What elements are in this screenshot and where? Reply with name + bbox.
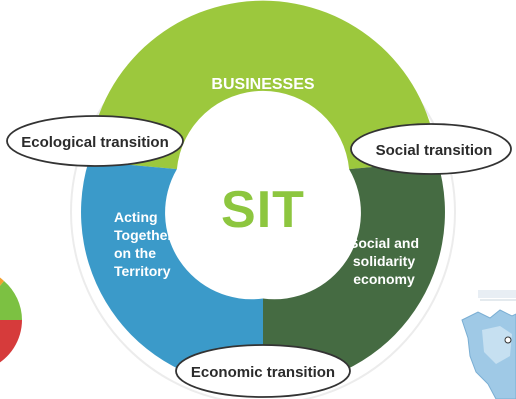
map-inner-region <box>482 326 512 364</box>
sse-line-1: Social and <box>349 235 419 251</box>
oval-social-label: Social transition <box>376 142 493 159</box>
edge-pie-red-slice <box>0 320 22 363</box>
segment-acting-together <box>81 161 263 388</box>
segment-businesses <box>88 0 438 170</box>
edge-pie-green-slice <box>0 281 22 320</box>
oval-social-transition: Social transition <box>350 123 512 175</box>
oval-economic-label: Economic transition <box>191 364 335 381</box>
center-circle <box>176 125 350 299</box>
segment-label-sse: Social and solidarity economy <box>349 235 419 287</box>
acting-line-1: Acting <box>114 209 158 225</box>
oval-economic-transition: Economic transition <box>175 344 351 398</box>
sse-line-2: solidarity <box>353 253 415 269</box>
edge-pie-orange-slice <box>0 277 4 286</box>
center-label: SIT <box>221 181 305 239</box>
segment-label-acting-together: Acting Together on the Territory <box>114 209 173 279</box>
oval-ecological-shape <box>6 115 184 167</box>
segment-sse <box>263 161 445 388</box>
acting-line-4: Territory <box>114 263 171 279</box>
oval-ecological-label: Ecological transition <box>21 134 169 151</box>
oval-economic-shape <box>175 344 351 398</box>
segment-label-businesses: BUSINESSES <box>211 76 314 93</box>
acting-line-3: on the <box>114 245 156 261</box>
oval-ecological-transition: Ecological transition <box>6 115 184 167</box>
map-header-bar <box>478 290 516 298</box>
sse-line-3: economy <box>353 271 415 287</box>
left-edge-pie-graphic <box>0 277 22 363</box>
oval-social-shape <box>350 123 512 175</box>
map-marker <box>504 336 512 344</box>
right-edge-map-graphic <box>461 290 516 399</box>
acting-line-2: Together <box>114 227 173 243</box>
